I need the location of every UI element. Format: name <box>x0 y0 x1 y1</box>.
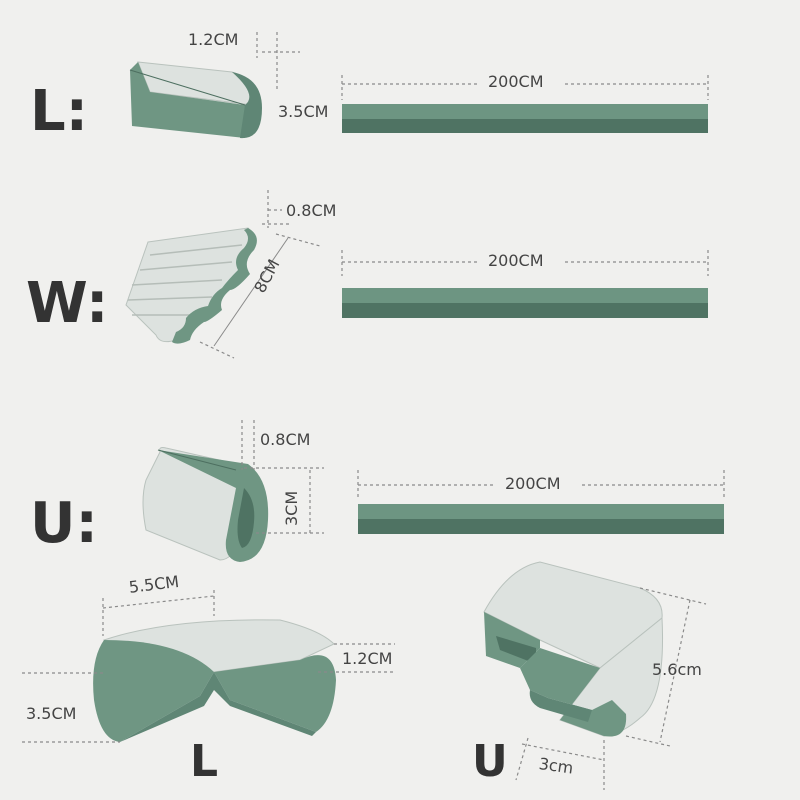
corner-label-l: L <box>190 736 219 787</box>
dim-u-height: 3CM <box>282 490 301 526</box>
dim-corner-u-height: 5.6cm <box>652 660 702 679</box>
dim-u-thickness: 0.8CM <box>260 430 311 449</box>
w-strip <box>342 288 708 318</box>
dim-corner-u-width: 3cm <box>537 754 575 778</box>
dim-l-length: 200CM <box>488 72 544 91</box>
row-label-u: U: <box>30 491 98 556</box>
u-profile-piece <box>142 447 269 562</box>
dim-corner-l-height: 3.5CM <box>26 704 77 723</box>
corner-l-piece <box>93 619 336 742</box>
u-strip <box>358 504 724 534</box>
corner-label-u: U <box>472 736 508 787</box>
dim-l-height: 3.5CM <box>278 102 329 121</box>
dim-u-length: 200CM <box>505 474 561 493</box>
l-profile-piece <box>129 61 262 139</box>
l-dimension-lines <box>256 32 709 100</box>
dim-l-thickness: 1.2CM <box>188 30 239 49</box>
w-profile-piece <box>125 227 257 344</box>
dim-w-thickness: 0.8CM <box>286 201 337 220</box>
row-label-w: W: <box>26 271 109 336</box>
u-dimension-lines <box>241 420 725 534</box>
row-label-l: L: <box>30 79 89 144</box>
w-dimension-lines <box>199 190 709 359</box>
corner-u-piece <box>483 561 663 737</box>
corner-u-dimension-lines <box>515 587 707 790</box>
corner-l-dimension-lines <box>22 590 395 743</box>
dim-corner-l-thickness: 1.2CM <box>342 649 393 668</box>
l-strip <box>342 104 708 133</box>
dim-w-length: 200CM <box>488 251 544 270</box>
